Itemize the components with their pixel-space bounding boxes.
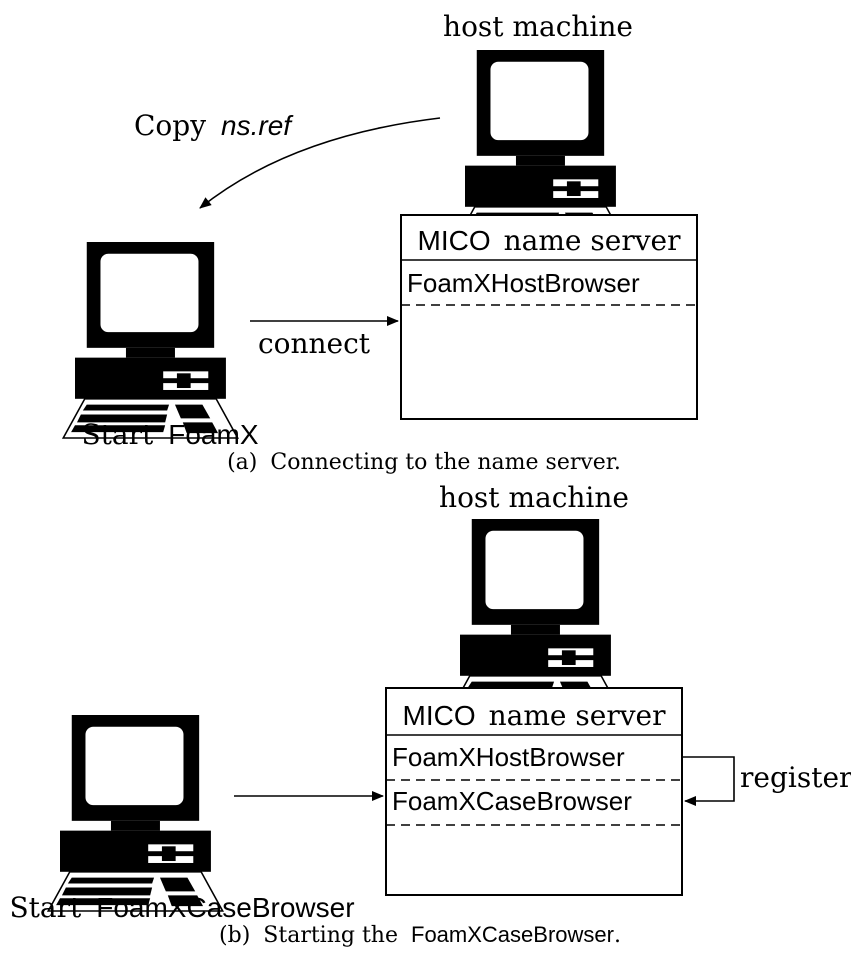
registry-entry-case-browser-b: FoamXCaseBrowser bbox=[392, 786, 632, 816]
start-label-b: Start FoamXCaseBrowser bbox=[9, 891, 354, 924]
svg-text:Copy ns.ref: Copy ns.ref bbox=[134, 109, 294, 142]
copy-label-a: Copy ns.ref bbox=[134, 109, 294, 142]
caption-b: (b) Starting the FoamXCaseBrowser. bbox=[219, 922, 621, 948]
registers-label: registers bbox=[740, 761, 851, 794]
copy-arrow bbox=[199, 117, 441, 209]
panel-a: host machine Copy ns.ref MICO name serve… bbox=[62, 10, 698, 475]
name-server-box-a: MICO name server FoamXHostBrowser bbox=[400, 214, 698, 420]
registry-entry-host-browser-a: FoamXHostBrowser bbox=[407, 268, 640, 298]
start-label-a: Start FoamX bbox=[81, 418, 258, 451]
name-server-box-b: MICO name server FoamXHostBrowser FoamXC… bbox=[385, 687, 683, 896]
copy-label-prefix: Copy bbox=[134, 109, 206, 142]
client-computer-icon-b bbox=[47, 714, 224, 912]
host-machine-label-a: host machine bbox=[443, 10, 633, 43]
host-computer-icon-b bbox=[447, 518, 624, 716]
copy-label-file: ns.ref bbox=[221, 110, 294, 141]
registry-entry-host-browser-b: FoamXHostBrowser bbox=[392, 742, 625, 772]
caption-a: (a) Connecting to the name server. bbox=[227, 450, 621, 475]
server-title-a: MICO name server bbox=[418, 224, 682, 257]
registers-arrow bbox=[682, 756, 735, 806]
client-computer-icon-a bbox=[62, 241, 239, 439]
panel-b: host machine MICO name server FoamXHostB… bbox=[9, 481, 851, 948]
host-machine-label-b: host machine bbox=[439, 481, 629, 514]
server-title-b: MICO name server bbox=[403, 699, 667, 732]
connect-label: connect bbox=[258, 327, 371, 360]
